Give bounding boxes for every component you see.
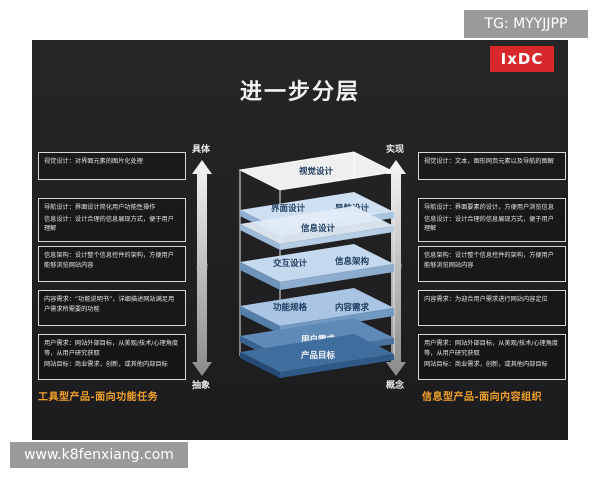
right-caption: 信息型产品-面向内容组织: [422, 392, 543, 403]
left-box-line: 信息架构：设计整个信息控件的架构，方便用户能够浏览网站内容: [44, 252, 174, 269]
right-axis-top-label: 实现: [386, 145, 405, 155]
layer-info-arch-label: 信息架构: [335, 256, 370, 267]
right-box-line: 信息架构：设计整个信息控件的架构，方便用户能够浏览网站内容: [424, 252, 554, 269]
right-box-line: 用户需求：网站外部目标，从美观/技术/心理角度等，从用户研究获取: [424, 340, 559, 357]
left-box-navigation-info: 导航设计：界面设计简化用户功能性操作 信息设计：设计合理的信息展现方式，便于用户…: [38, 198, 186, 242]
left-axis-arrow: [192, 160, 212, 376]
slide: IxDC 进一步分层 具体 抽象 过程 实现 概念 过程 视觉设计：对界面元素的…: [32, 40, 568, 440]
layer-interface-label: 界面设计: [271, 203, 306, 214]
layer-content-req-label: 内容需求: [335, 302, 370, 313]
layer-function-spec-label: 功能规格: [273, 302, 308, 313]
right-box-line: 视觉设计：文本，图形网页元素以及导航的图解: [424, 158, 554, 165]
left-axis-bottom-label: 抽象: [192, 381, 211, 391]
right-box-user-needs: 用户需求：网站外部目标，从美观/技术/心理角度等，从用户研究获取 网站目标：商业…: [418, 334, 566, 380]
left-axis-mid-label: 过程: [196, 264, 209, 271]
url-watermark: www.k8fenxiang.com: [10, 442, 188, 468]
tg-watermark: TG: MYYJJPP: [464, 10, 588, 38]
layer-user-needs-label: 用户需求: [300, 334, 336, 345]
left-box-visual: 视觉设计：对界面元素的图片化处理: [38, 152, 186, 180]
right-box-line: 导航设计：界面要素的设计，方便用户浏览信息: [424, 204, 554, 211]
layer-info-design: [240, 206, 394, 244]
left-box-line: 信息设计：设计合理的信息展现方式，便于用户理解: [44, 215, 174, 233]
left-box-line: 用户需求：网站外部目标，从美观/技术/心理角度等，从用户研究获取: [44, 340, 179, 357]
layer-visual-label: 视觉设计: [299, 166, 334, 177]
left-box-content-req: 内容需求：“功能说明书”，详细描述网站满足用户需求所需要的功能: [38, 290, 186, 326]
right-box-line: 内容需求：为迎合用户需求进行网站内容定位: [424, 296, 548, 303]
right-box-line: 信息设计：设计合理的信息展现方式，便于用户理解: [424, 215, 554, 233]
slide-title: 进一步分层: [239, 80, 360, 105]
layer-interaction-arch: [240, 244, 394, 282]
left-box-line: 导航设计：界面设计简化用户功能性操作: [44, 204, 156, 211]
layer-product-goal-label: 产品目标: [301, 350, 336, 361]
layer-function-content: [240, 288, 394, 326]
left-caption: 工具型产品-面向功能任务: [38, 392, 159, 403]
left-box-line: 网站目标：商业需求，创新，或其他内部目标: [44, 361, 168, 369]
layer-stack: 视觉设计 界面设计 导航设计 信息设计 交互设计 信息架构 功能规格 内容需求 …: [238, 151, 396, 378]
layer-interaction-label: 交互设计: [273, 258, 308, 269]
layer-visual: [240, 152, 394, 190]
layer-product-goal: [240, 334, 394, 372]
layer-info-design-label: 信息设计: [301, 223, 336, 234]
left-box-info-arch: 信息架构：设计整个信息控件的架构，方便用户能够浏览网站内容: [38, 246, 186, 282]
right-box-navigation-info: 导航设计：界面要素的设计，方便用户浏览信息 信息设计：设计合理的信息展现方式，便…: [418, 198, 566, 242]
left-axis-top-label: 具体: [192, 145, 211, 155]
right-box-info-arch: 信息架构：设计整个信息控件的架构，方便用户能够浏览网站内容: [418, 246, 566, 282]
left-box-user-needs: 用户需求：网站外部目标，从美观/技术/心理角度等，从用户研究获取 网站目标：商业…: [38, 334, 186, 380]
right-axis-bottom-label: 概念: [386, 381, 405, 391]
ixdc-logo: IxDC: [490, 46, 554, 72]
left-box-line: 视觉设计：对界面元素的图片化处理: [44, 158, 143, 165]
right-axis-mid-label: 过程: [390, 264, 403, 271]
left-box-line: 内容需求：“功能说明书”，详细描述网站满足用户需求所需要的功能: [44, 296, 175, 313]
right-box-line: 网站目标：商业需求，创新，或其他内部目标: [424, 361, 548, 369]
right-box-content-req: 内容需求：为迎合用户需求进行网站内容定位: [418, 290, 566, 326]
right-box-visual: 视觉设计：文本，图形网页元素以及导航的图解: [418, 152, 566, 180]
